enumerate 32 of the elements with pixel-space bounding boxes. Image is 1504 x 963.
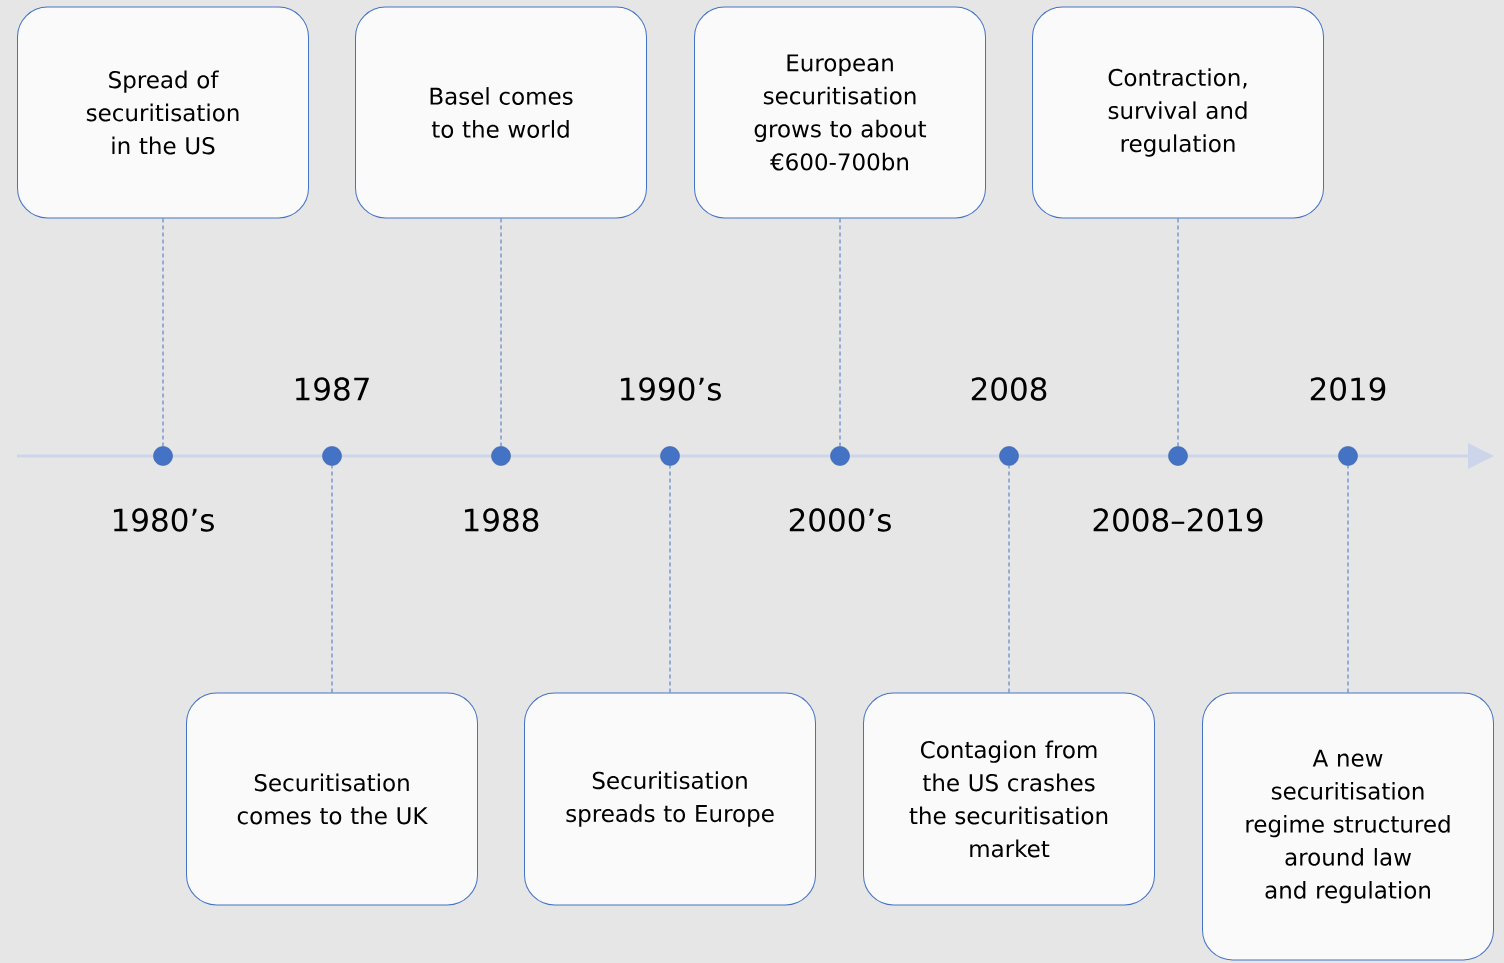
year-label: 2008 <box>971 377 1047 401</box>
event-box: Securitisation spreads to Europe <box>524 692 816 906</box>
connector-line <box>1347 465 1349 693</box>
year-label: 2008–2019 <box>1093 508 1263 532</box>
timeline-dot <box>1338 446 1358 466</box>
connector-line <box>500 218 502 447</box>
connector-line <box>1177 218 1179 447</box>
timeline-dot <box>1168 446 1188 466</box>
timeline-dot <box>153 446 173 466</box>
connector-line <box>669 465 671 693</box>
connector-line <box>839 218 841 447</box>
connector-line <box>162 218 164 447</box>
timeline-dot <box>830 446 850 466</box>
year-label: 1990’s <box>620 377 721 401</box>
connector-line <box>1008 465 1010 693</box>
event-box: A new securitisation regime structured around law and regulation <box>1202 692 1494 961</box>
event-box: Contraction, survival and regulation <box>1032 6 1324 219</box>
year-label: 2000’s <box>789 508 891 532</box>
timeline-dot <box>660 446 680 466</box>
timeline-dot <box>999 446 1019 466</box>
event-box: Spread of securitisation in the US <box>17 6 309 219</box>
year-label: 1988 <box>464 508 539 532</box>
event-box: Basel comes to the world <box>355 6 647 219</box>
event-box: European securitisation grows to about €600-700bn <box>694 6 986 219</box>
year-label: 2019 <box>1310 377 1386 401</box>
event-box: Contagion from the US crashes the securitisation market <box>863 692 1155 906</box>
connector-line <box>331 465 333 693</box>
year-label: 1980’s <box>113 508 214 532</box>
timeline-dot <box>491 446 511 466</box>
event-box: Securitisation comes to the UK <box>186 692 478 906</box>
timeline-dot <box>322 446 342 466</box>
year-label: 1987 <box>295 377 369 401</box>
